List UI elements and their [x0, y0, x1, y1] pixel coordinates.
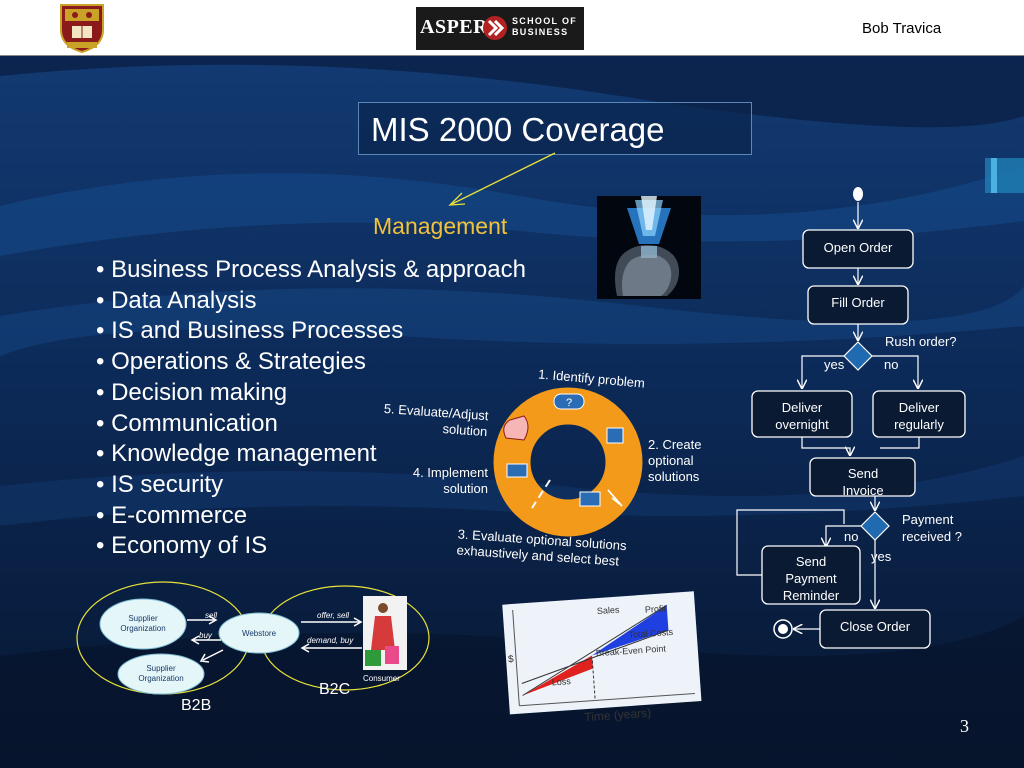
- chevron-logo-icon: [483, 16, 507, 40]
- demand-buy-label: demand, buy: [307, 636, 354, 645]
- open-order-node: Open Order: [824, 240, 893, 255]
- question-mark: ?: [566, 397, 572, 409]
- asper-school-logo: ASPER SCHOOL OF BUSINESS: [416, 7, 584, 50]
- list-item: • Economy of IS: [96, 532, 268, 560]
- page-number: 3: [960, 716, 969, 736]
- consumer-label: Consumer: [363, 674, 400, 683]
- total-costs-label: Total Costs: [628, 627, 674, 640]
- title-arrow: [448, 152, 556, 206]
- list-item: • Knowledge management: [96, 440, 377, 468]
- supplier-label-1: Supplier: [128, 614, 158, 623]
- fill-order-node: Fill Order: [831, 295, 885, 310]
- logo-school-text: SCHOOL OF BUSINESS: [512, 16, 578, 37]
- list-item: • IS security: [96, 470, 224, 498]
- logo-wordmark: ASPER: [420, 16, 489, 38]
- close-order-node: Close Order: [840, 619, 911, 634]
- ecommerce-diagram: Supplier Organization Supplier Organizat…: [76, 581, 430, 714]
- sell-label: sell: [205, 611, 217, 620]
- break-even-label: Break-Even Point: [596, 643, 667, 658]
- send-payment-reminder-node: Send: [796, 554, 826, 569]
- svg-text:Organization: Organization: [138, 674, 183, 683]
- break-even-chart: Sales Profit Total Costs Break-Even Poin…: [502, 591, 702, 725]
- slide-title: MIS 2000 Coverage: [371, 111, 665, 148]
- list-item: • E-commerce: [96, 501, 248, 529]
- svg-text:Reminder: Reminder: [783, 588, 840, 603]
- svg-text:Payment: Payment: [785, 571, 837, 586]
- loss-label: Loss: [551, 676, 571, 687]
- y-axis-label: $: [508, 654, 515, 665]
- author-name: Bob Travica: [862, 20, 942, 37]
- b2c-label: B2C: [319, 681, 350, 698]
- list-item: • IS and Business Processes: [96, 317, 404, 345]
- list-item: • Business Process Analysis & approach: [96, 256, 526, 283]
- svg-text:overnight: overnight: [775, 417, 829, 432]
- coverage-list: • Business Process Analysis & approach •…: [96, 255, 526, 562]
- svg-text:Organization: Organization: [120, 624, 165, 633]
- no-label-1: no: [884, 357, 898, 372]
- sales-label: Sales: [597, 605, 621, 617]
- title-box: MIS 2000 Coverage: [358, 102, 752, 155]
- x-axis-label: Time (years): [584, 706, 652, 725]
- management-label: Management: [373, 213, 508, 239]
- send-invoice-node: Send: [848, 466, 878, 481]
- cycle-step-2: 2. Create optional solutions: [648, 437, 702, 484]
- deliver-overnight-node: Deliver: [782, 400, 823, 415]
- slide-header: ASPER SCHOOL OF BUSINESS Bob Travica: [0, 0, 1024, 56]
- cycle-step-4: 4. Implement solution: [412, 465, 488, 496]
- deliver-regularly-node: Deliver: [899, 400, 940, 415]
- decorative-bar: [985, 158, 1024, 193]
- list-item: • Data Analysis: [96, 286, 257, 314]
- yes-label-1: yes: [824, 357, 845, 372]
- no-label-2: no: [844, 529, 858, 544]
- rush-order-decision: Rush order?: [885, 334, 957, 349]
- list-item: • Decision making: [96, 378, 288, 406]
- buy-label: buy: [199, 631, 213, 640]
- b2b-label: B2B: [181, 697, 211, 714]
- webstore-label: Webstore: [242, 629, 277, 638]
- profit-label: Profit: [645, 603, 667, 614]
- payment-received-decision: Payment: [902, 512, 954, 527]
- digital-head-image: [597, 196, 701, 299]
- svg-text:regularly: regularly: [894, 417, 944, 432]
- offer-sell-label: offer, sell: [317, 611, 349, 620]
- problem-solving-cycle: ?: [493, 387, 643, 537]
- yes-label-2: yes: [871, 549, 892, 564]
- university-crest-logo: [55, 2, 109, 54]
- order-flowchart: Open Order Fill Order Rush order? yes no…: [736, 187, 966, 649]
- supplier-label-2: Supplier: [146, 664, 176, 673]
- svg-text:received ?: received ?: [902, 529, 962, 544]
- svg-text:Invoice: Invoice: [842, 483, 883, 498]
- list-item: • Operations & Strategies: [96, 348, 366, 376]
- list-item: • Communication: [96, 409, 278, 437]
